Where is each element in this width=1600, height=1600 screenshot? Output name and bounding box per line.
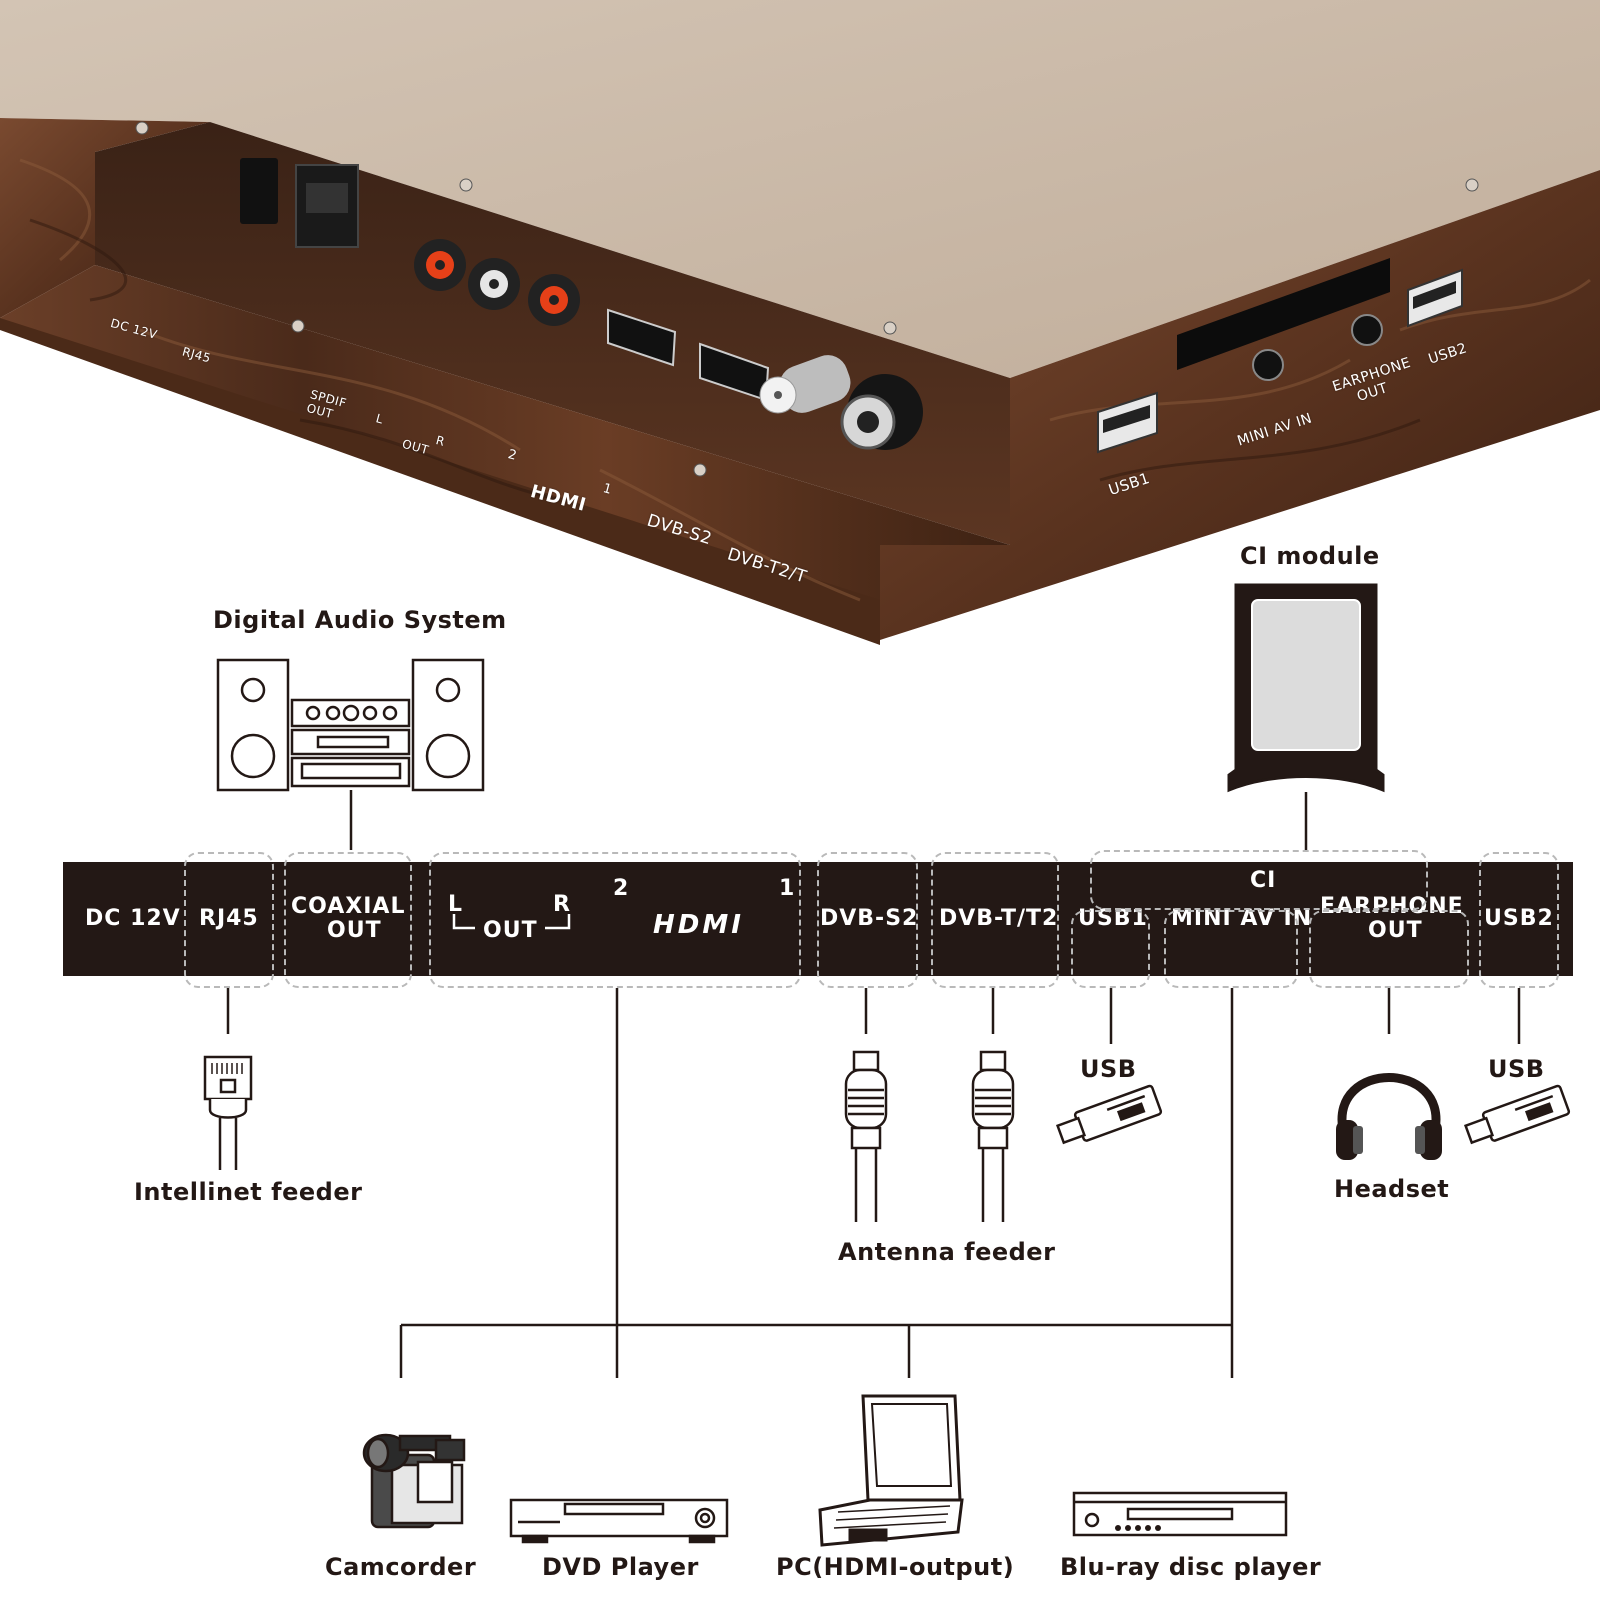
usb-left-label: USB (1080, 1055, 1137, 1083)
port-audio-hdmi[interactable] (429, 852, 801, 988)
port-dvb-t2-label: DVB-T/T2 (939, 906, 1059, 931)
port-dvb-s2[interactable] (817, 852, 918, 988)
port-usb2-label: USB2 (1484, 906, 1554, 931)
port-audio-r-label: R (553, 892, 571, 917)
antenna-feeder-label: Antenna feeder (838, 1238, 1056, 1266)
audio-out-bracket (452, 914, 571, 930)
usb-right-label: USB (1488, 1055, 1545, 1083)
device-rear-render (0, 0, 1600, 645)
dvd-player-label: DVD Player (542, 1553, 699, 1581)
rj45-plug-icon (203, 1055, 253, 1170)
port-hdmi-1-label: 1 (779, 876, 796, 901)
port-dc12v-label: DC 12V (85, 906, 181, 931)
port-coaxial-out[interactable] (284, 852, 412, 988)
audio-system-icon (216, 658, 485, 792)
port-usb1[interactable] (1071, 910, 1150, 988)
port-coaxial-label: COAXIAL (291, 894, 406, 919)
port-coaxial-out-label: OUT (327, 918, 382, 943)
digital-audio-system-label: Digital Audio System (213, 606, 507, 634)
port-earphone-out[interactable] (1309, 910, 1469, 988)
port-ci-label: CI (1250, 868, 1277, 893)
port-dvb-t2[interactable] (931, 852, 1059, 988)
port-audio-out-label: OUT (483, 918, 538, 943)
bluray-player-icon (1072, 1491, 1288, 1537)
usb-stick-icon (1463, 1084, 1571, 1145)
antenna-plug-icon (971, 1050, 1015, 1222)
port-ci[interactable] (1090, 850, 1428, 910)
port-dvb-s2-label: DVB-S2 (820, 906, 919, 931)
laptop-icon (818, 1394, 964, 1547)
product-photo: DC 12V RJ45 SPDIF OUT L OUT R 2 HDMI 1 D… (0, 0, 1600, 660)
headset-icon (1336, 1073, 1442, 1160)
port-earphone-out-label: OUT (1368, 918, 1423, 943)
port-rj45[interactable] (184, 852, 274, 988)
port-rj45-label: RJ45 (199, 906, 259, 931)
port-audio-l-label: L (448, 892, 464, 917)
intellinet-feeder-label: Intellinet feeder (134, 1178, 363, 1206)
port-usb2[interactable] (1479, 852, 1559, 988)
bluray-player-label: Blu-ray disc player (1060, 1553, 1322, 1581)
port-mini-av-in[interactable] (1164, 910, 1298, 988)
port-hdmi-2-label: 2 (613, 876, 630, 901)
hdmi-logo: HDMI (653, 910, 744, 940)
ci-module-label: CI module (1240, 542, 1380, 570)
port-earphone-label: EARPHONE (1320, 894, 1464, 919)
antenna-plug-icon (844, 1050, 888, 1222)
dvd-player-icon (509, 1498, 729, 1544)
pc-hdmi-output-label: PC(HDMI-output) (776, 1553, 1015, 1581)
ci-module-icon (1227, 583, 1385, 793)
camcorder-label: Camcorder (325, 1553, 477, 1581)
headset-label: Headset (1334, 1175, 1450, 1203)
usb-stick-icon (1055, 1084, 1163, 1145)
camcorder-icon (362, 1433, 466, 1529)
